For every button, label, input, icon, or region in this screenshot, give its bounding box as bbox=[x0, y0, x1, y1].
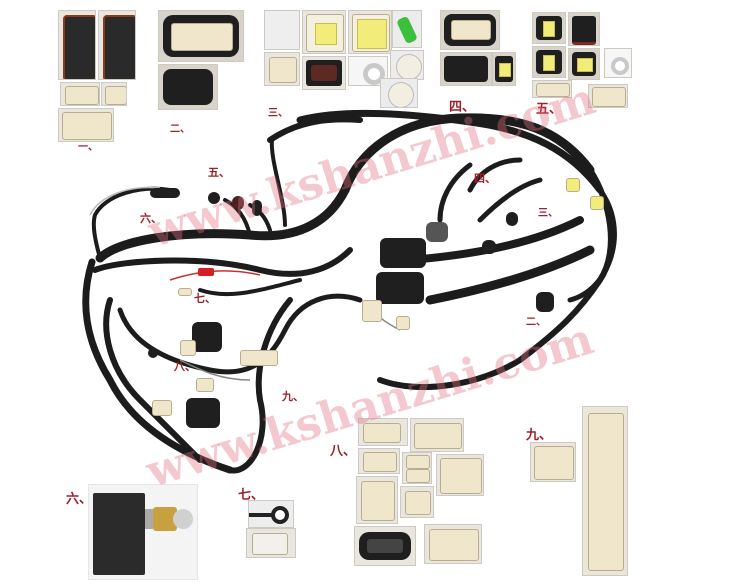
thumb-two-16pin bbox=[158, 10, 244, 62]
connector-harness-white-group bbox=[362, 300, 382, 322]
callout-three: 三、 bbox=[538, 208, 558, 219]
label-eight: 八、 bbox=[330, 444, 357, 459]
connector-eight-a bbox=[180, 340, 196, 356]
thumb-four-4pin bbox=[492, 52, 516, 86]
thumb-eight-6pin bbox=[410, 418, 464, 452]
thumb-three-brown-3pin bbox=[302, 56, 346, 90]
thumb-five-ring bbox=[604, 48, 632, 78]
thumb-nine-4pin bbox=[530, 442, 576, 482]
thumb-five-2pin-b bbox=[532, 46, 566, 78]
thumb-five-multipin bbox=[568, 12, 600, 46]
grommet bbox=[148, 348, 158, 358]
thumb-three-fuse bbox=[392, 10, 422, 48]
thumb-five-2pin-a bbox=[532, 12, 566, 44]
switch-six-harness bbox=[150, 188, 180, 198]
connector-eight-b bbox=[152, 400, 172, 416]
thumb-eight-2pin-b bbox=[358, 448, 400, 474]
thumb-eight-2pin-a bbox=[358, 418, 408, 446]
thumb-three-2pin bbox=[264, 52, 300, 86]
connector-harness-white-small bbox=[396, 316, 410, 330]
ecu-connector-lower bbox=[376, 272, 424, 304]
thumb-eight-2pin-c bbox=[400, 486, 434, 518]
callout-five: 五、 bbox=[208, 166, 230, 179]
thumb-three-9pin bbox=[302, 10, 346, 54]
thumb-five-6pin bbox=[568, 48, 600, 80]
label-one: 一、 bbox=[78, 142, 98, 153]
ecu-connector-upper bbox=[380, 238, 426, 268]
connector-three-green bbox=[506, 212, 518, 226]
connector-three-harness-b bbox=[590, 196, 604, 210]
thumb-six-microswitch bbox=[88, 484, 198, 580]
thumb-seven-ring bbox=[248, 500, 294, 528]
thumb-one-2pin bbox=[101, 82, 127, 106]
callout-six: 六、 bbox=[140, 212, 162, 225]
thumb-one-6pin bbox=[58, 108, 114, 142]
callout-four: 四、 bbox=[474, 172, 496, 185]
label-five: 五、 bbox=[536, 102, 563, 117]
thumb-three-12pin bbox=[348, 10, 392, 54]
label-four: 四、 bbox=[449, 100, 476, 115]
thumb-seven-2pin bbox=[246, 528, 296, 558]
thumb-eight-4pin bbox=[356, 476, 398, 524]
thumb-eight-5pin-sealed bbox=[354, 526, 416, 566]
thumb-one-3pin bbox=[60, 82, 100, 106]
thumb-four-ecu bbox=[440, 52, 492, 86]
thumb-five-4pin-cream bbox=[588, 84, 628, 108]
thumb-eight-9pin bbox=[424, 524, 482, 564]
thumb-three-cover bbox=[264, 10, 300, 50]
callout-two: 二、 bbox=[526, 317, 546, 328]
connector-five-a bbox=[208, 192, 220, 204]
red-terminal-seven bbox=[198, 268, 214, 276]
label-three: 三、 bbox=[268, 108, 288, 119]
thumb-eight-4pin-large bbox=[436, 454, 484, 496]
connector-five-b bbox=[232, 196, 244, 210]
connector-five-c bbox=[252, 200, 262, 216]
thumb-three-cap-bottom bbox=[380, 78, 418, 108]
callout-seven: 七、 bbox=[194, 292, 216, 305]
thumb-four-10pin bbox=[440, 10, 500, 50]
connector-small-four bbox=[482, 240, 496, 254]
relay-eight-lower bbox=[186, 398, 220, 428]
label-seven: 七、 bbox=[238, 488, 265, 503]
thumb-five-2pin-cream bbox=[532, 80, 572, 98]
connector-nine-long bbox=[240, 350, 278, 366]
callout-nine: 九、 bbox=[282, 390, 304, 403]
connector-four-harness bbox=[426, 222, 448, 242]
thumb-three-cap-top bbox=[390, 50, 424, 80]
label-nine: 九、 bbox=[526, 428, 553, 443]
thumb-nine-long bbox=[582, 406, 628, 576]
label-two: 二、 bbox=[170, 124, 190, 135]
connector-eight-c bbox=[196, 378, 214, 392]
callout-eight: 八、 bbox=[174, 360, 196, 373]
thumb-eight-2pin-stacked bbox=[402, 452, 432, 484]
connector-two-harness bbox=[536, 292, 554, 312]
label-six: 六、 bbox=[66, 492, 93, 507]
thumb-one-ecu-right bbox=[98, 10, 136, 80]
thumb-one-ecu-left bbox=[58, 10, 96, 80]
thumb-two-3pin bbox=[158, 64, 218, 110]
relay-eight-upper bbox=[192, 322, 222, 352]
cream-terminal-seven bbox=[178, 288, 192, 296]
connector-three-harness-a bbox=[566, 178, 580, 192]
